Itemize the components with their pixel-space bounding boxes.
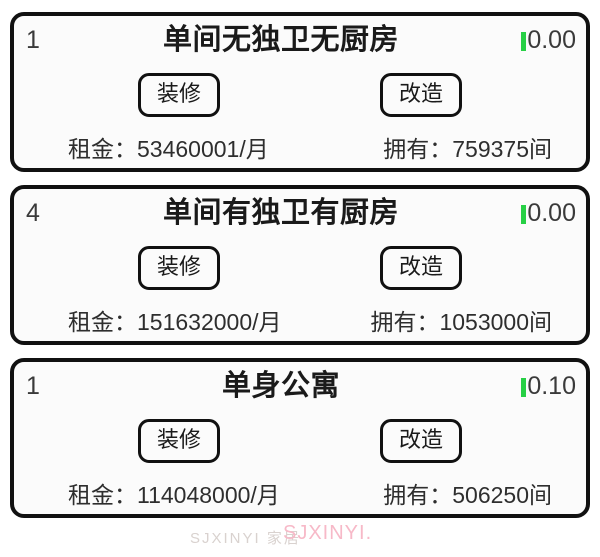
decorate-button[interactable]: 装修 bbox=[138, 246, 220, 290]
property-card-header: 1 单间无独卫无厨房 0.00 bbox=[14, 16, 586, 64]
remodel-button[interactable]: 改造 bbox=[380, 73, 462, 117]
property-index: 4 bbox=[26, 198, 40, 227]
property-card[interactable]: 1 单间无独卫无厨房 0.00 装修 改造 租金：53460001/月 拥有：7… bbox=[10, 12, 590, 172]
property-title: 单身公寓 bbox=[221, 369, 340, 402]
property-card-actions: 装修 改造 bbox=[14, 237, 586, 299]
property-title: 单间有独卫有厨房 bbox=[162, 196, 399, 229]
property-rate: 0.10 bbox=[498, 371, 576, 400]
owned-text: 拥有：506250间 bbox=[383, 481, 552, 508]
up-arrow-icon bbox=[521, 377, 527, 397]
owned-text: 拥有：759375间 bbox=[383, 135, 552, 162]
owned-text: 拥有：1053000间 bbox=[370, 308, 552, 335]
rate-value: 0.00 bbox=[527, 25, 576, 54]
property-card-header: 1 单身公寓 0.10 bbox=[14, 362, 586, 410]
rate-value: 0.10 bbox=[527, 371, 576, 400]
property-card-actions: 装修 改造 bbox=[14, 64, 586, 126]
rent-text: 租金：151632000/月 bbox=[68, 308, 282, 335]
property-index: 1 bbox=[26, 371, 40, 400]
property-card-stats: 租金：53460001/月 拥有：759375间 bbox=[14, 126, 586, 168]
watermark-pink: SJXINYI. bbox=[283, 522, 373, 544]
property-title: 单间无独卫无厨房 bbox=[162, 23, 399, 56]
property-card[interactable]: 1 单身公寓 0.10 装修 改造 租金：114048000/月 拥有：5062… bbox=[10, 358, 590, 518]
rate-value: 0.00 bbox=[527, 198, 576, 227]
rent-text: 租金：114048000/月 bbox=[68, 481, 280, 508]
property-card[interactable]: 4 单间有独卫有厨房 0.00 装修 改造 租金：151632000/月 拥有：… bbox=[10, 185, 590, 345]
property-card-actions: 装修 改造 bbox=[14, 410, 586, 472]
decorate-button[interactable]: 装修 bbox=[138, 419, 220, 463]
property-card-header: 4 单间有独卫有厨房 0.00 bbox=[14, 189, 586, 237]
up-arrow-icon bbox=[521, 31, 527, 51]
property-card-stats: 租金：151632000/月 拥有：1053000间 bbox=[14, 299, 586, 341]
up-arrow-icon bbox=[521, 204, 527, 224]
remodel-button[interactable]: 改造 bbox=[380, 419, 462, 463]
rent-text: 租金：53460001/月 bbox=[68, 135, 269, 162]
property-rate: 0.00 bbox=[498, 25, 576, 54]
watermark-gray: SJXINYI 家居 bbox=[190, 530, 301, 547]
remodel-button[interactable]: 改造 bbox=[380, 246, 462, 290]
property-rate: 0.00 bbox=[498, 198, 576, 227]
property-card-stats: 租金：114048000/月 拥有：506250间 bbox=[14, 472, 586, 514]
property-index: 1 bbox=[26, 25, 40, 54]
decorate-button[interactable]: 装修 bbox=[138, 73, 220, 117]
